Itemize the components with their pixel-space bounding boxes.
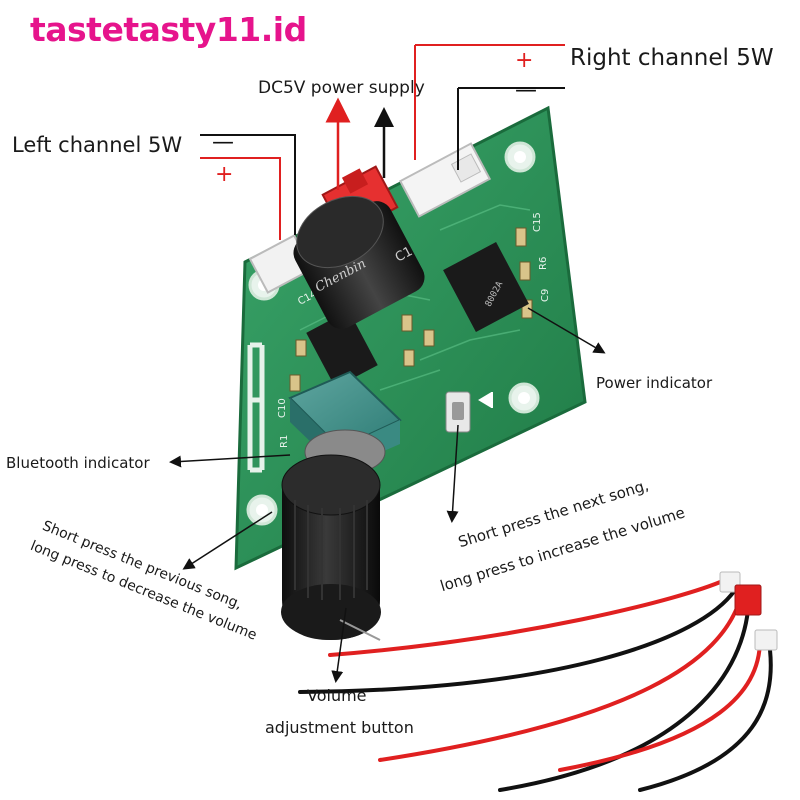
label-bluetooth-indicator: Bluetooth indicator xyxy=(6,454,150,472)
label-c9: C9 xyxy=(540,289,551,302)
cable-red-plug xyxy=(734,584,762,616)
label-power-indicator: Power indicator xyxy=(596,374,713,392)
label-c15: C15 xyxy=(532,212,543,232)
label-c10: C10 xyxy=(277,398,288,418)
bt-ic xyxy=(306,310,378,388)
label-r1: R1 xyxy=(279,435,290,448)
volume-knob xyxy=(281,454,381,641)
led-symbol-icon xyxy=(478,392,493,408)
left-minus-sign: — xyxy=(212,130,234,155)
label-r6: R6 xyxy=(538,257,549,270)
speaker-cables xyxy=(298,571,778,792)
right-minus-sign: — xyxy=(515,78,537,103)
amp-ic: 8002A xyxy=(443,242,529,332)
bluetooth-antenna xyxy=(247,342,265,473)
label-right-channel: Right channel 5W xyxy=(570,45,774,71)
label-left-channel: Left channel 5W xyxy=(12,133,183,157)
label-volume-adjust: adjustment button xyxy=(265,718,414,737)
mounting-holes xyxy=(246,141,540,526)
label-dc-power: DC5V power supply xyxy=(258,78,425,98)
callout-lines xyxy=(169,44,606,683)
label-volume: Volume xyxy=(307,686,367,705)
svg-text:C1: C1 xyxy=(393,244,415,265)
left-plus-sign: + xyxy=(215,162,234,187)
electrolytic-capacitor: Chenbin C1 xyxy=(293,195,425,329)
watermark-logo: tastetasty11.id xyxy=(30,10,307,49)
right-plus-sign: + xyxy=(515,48,534,73)
